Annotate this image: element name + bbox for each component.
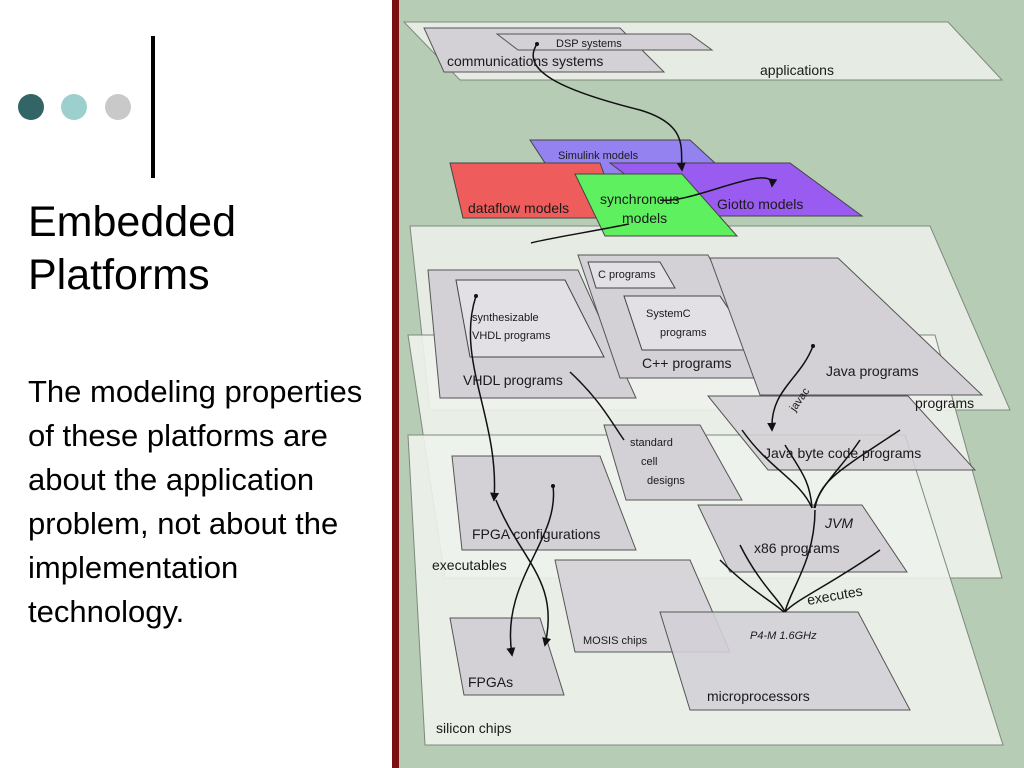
x86-programs-box (697, 504, 908, 573)
title-divider-bar (151, 36, 155, 178)
slide-title-line-2: Platforms (28, 251, 210, 299)
label-dataflow-models: dataflow models (468, 200, 569, 216)
node-dots (474, 42, 815, 488)
label-x86-programs: x86 programs (754, 540, 840, 556)
label-synthesizable-line-2: VHDL programs (472, 330, 551, 342)
java-programs-box (709, 257, 984, 396)
slide-title: Embedded Platforms (28, 196, 368, 302)
label-systemc-line-2: programs (660, 327, 707, 339)
label-microprocessors: microprocessors (707, 688, 810, 704)
java-bytecode-box (706, 395, 977, 471)
label-communications-systems: communications systems (447, 53, 603, 69)
standard-cell-designs-box (603, 424, 743, 501)
label-fpga-configurations: FPGA configurations (472, 526, 600, 542)
layer-label-silicon-chips: silicon chips (436, 720, 511, 736)
slide-title-line-1: Embedded (28, 198, 236, 246)
label-jvm: JVM (824, 515, 853, 531)
layer-label-programs: programs (915, 395, 974, 411)
dsp-systems-box (495, 33, 714, 51)
refinement-arrows (469, 43, 901, 657)
label-mosis-chips: MOSIS chips (583, 635, 648, 647)
label-java-byte-code-programs: Java byte code programs (764, 445, 921, 461)
microprocessors-box (659, 611, 911, 711)
synchronous-models-box (574, 173, 739, 237)
label-standard-cell-line-1: standard (630, 437, 673, 449)
label-vhdl-programs: VHDL programs (463, 372, 563, 388)
label-dsp-systems: DSP systems (556, 38, 622, 50)
label-simulink-models: Simulink models (558, 150, 639, 162)
label-synchronous-line-1: synchronous (600, 191, 679, 207)
fpga-configurations-box (451, 455, 637, 551)
c-programs-box (587, 261, 676, 289)
label-synthesizable-line-1: synthesizable (472, 312, 539, 324)
label-p4-m: P4-M 1.6GHz (750, 630, 817, 642)
dot-gray (105, 94, 131, 120)
dot-dark (18, 94, 44, 120)
label-fpgas: FPGAs (468, 674, 513, 690)
layer-label-applications: applications (760, 62, 834, 78)
layer-label-executables: executables (432, 557, 507, 573)
label-standard-cell-line-2: cell (641, 456, 658, 468)
label-cpp-programs: C++ programs (642, 355, 731, 371)
label-giotto-models: Giotto models (717, 196, 803, 212)
label-standard-cell-line-3: designs (647, 475, 685, 487)
label-java-programs: Java programs (826, 363, 919, 379)
accent-divider (392, 0, 399, 768)
label-systemc-line-1: SystemC (646, 308, 691, 320)
slide-body-text: The modeling properties of these platfor… (28, 374, 363, 629)
dot-light (61, 94, 87, 120)
synthesizable-vhdl-box (455, 279, 605, 358)
label-synchronous-line-2: models (622, 210, 667, 226)
label-c-programs: C programs (598, 269, 656, 281)
